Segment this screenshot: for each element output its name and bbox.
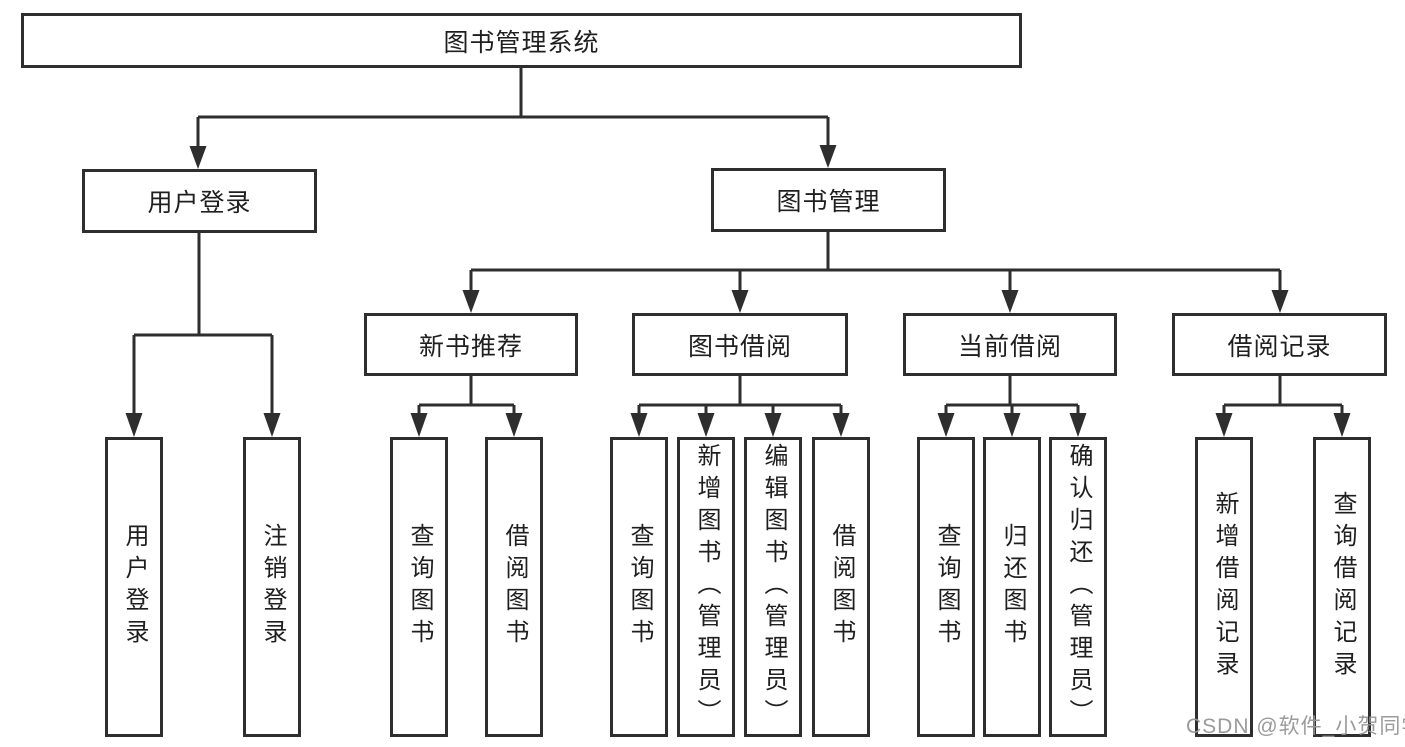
leaf-newbook-query-book: 查询图书: [390, 437, 448, 737]
node-label: 用户登录: [147, 189, 252, 217]
leaf-label: 新增借阅记录: [1211, 491, 1238, 683]
leaf-logout: 注销登录: [243, 437, 301, 737]
leaf-borrow-book: 借阅图书: [812, 437, 870, 737]
node-book-borrowing: 图书借阅: [632, 313, 848, 376]
leaf-label: 归还图书: [999, 523, 1026, 651]
node-label: 当前借阅: [957, 332, 1062, 361]
arrowheads: [125, 145, 1351, 437]
node-label: 借阅记录: [1227, 332, 1332, 361]
node-new-book-recommendation: 新书推荐: [364, 313, 578, 376]
node-label: 图书管理系统: [443, 28, 600, 57]
node-current-borrowing: 当前借阅: [903, 313, 1117, 376]
leaf-label: 用户登录: [121, 523, 148, 651]
node-label: 新书推荐: [418, 332, 523, 361]
node-book-management: 图书管理: [711, 168, 946, 232]
node-user-login: 用户登录: [82, 169, 317, 233]
leaf-user-login: 用户登录: [105, 437, 163, 737]
leaf-add-book-admin: 新增图书（管理员）: [677, 437, 735, 737]
leaf-return-book: 归还图书: [983, 437, 1041, 737]
leaf-label: 查询图书: [406, 523, 433, 651]
node-borrowing-records: 借阅记录: [1172, 313, 1387, 376]
leaf-label: 查询图书: [933, 523, 960, 651]
leaf-label: 编辑图书（管理员）: [760, 443, 787, 731]
leaf-current-query-book: 查询图书: [917, 437, 975, 737]
leaf-label: 查询借阅记录: [1329, 491, 1356, 683]
node-label: 图书管理: [776, 188, 881, 216]
leaf-add-borrow-record: 新增借阅记录: [1195, 437, 1253, 737]
leaf-edit-book-admin: 编辑图书（管理员）: [744, 437, 802, 737]
csdn-watermark: CSDN @软件_小贺同学: [1186, 715, 1405, 738]
leaf-borrow-query-book: 查询图书: [610, 437, 668, 737]
leaf-label: 借阅图书: [828, 523, 855, 651]
leaf-label: 查询图书: [626, 523, 653, 651]
leaf-confirm-return-admin: 确认归还（管理员）: [1049, 437, 1107, 737]
node-label: 图书借阅: [687, 332, 792, 361]
leaf-label: 借阅图书: [501, 523, 528, 651]
node-library-management-system: 图书管理系统: [21, 13, 1022, 68]
leaf-label: 注销登录: [259, 523, 286, 651]
leaf-newbook-borrow-book: 借阅图书: [485, 437, 543, 737]
leaf-label: 新增图书（管理员）: [693, 443, 720, 731]
leaf-query-borrow-record: 查询借阅记录: [1313, 437, 1371, 737]
leaf-label: 确认归还（管理员）: [1065, 443, 1092, 731]
